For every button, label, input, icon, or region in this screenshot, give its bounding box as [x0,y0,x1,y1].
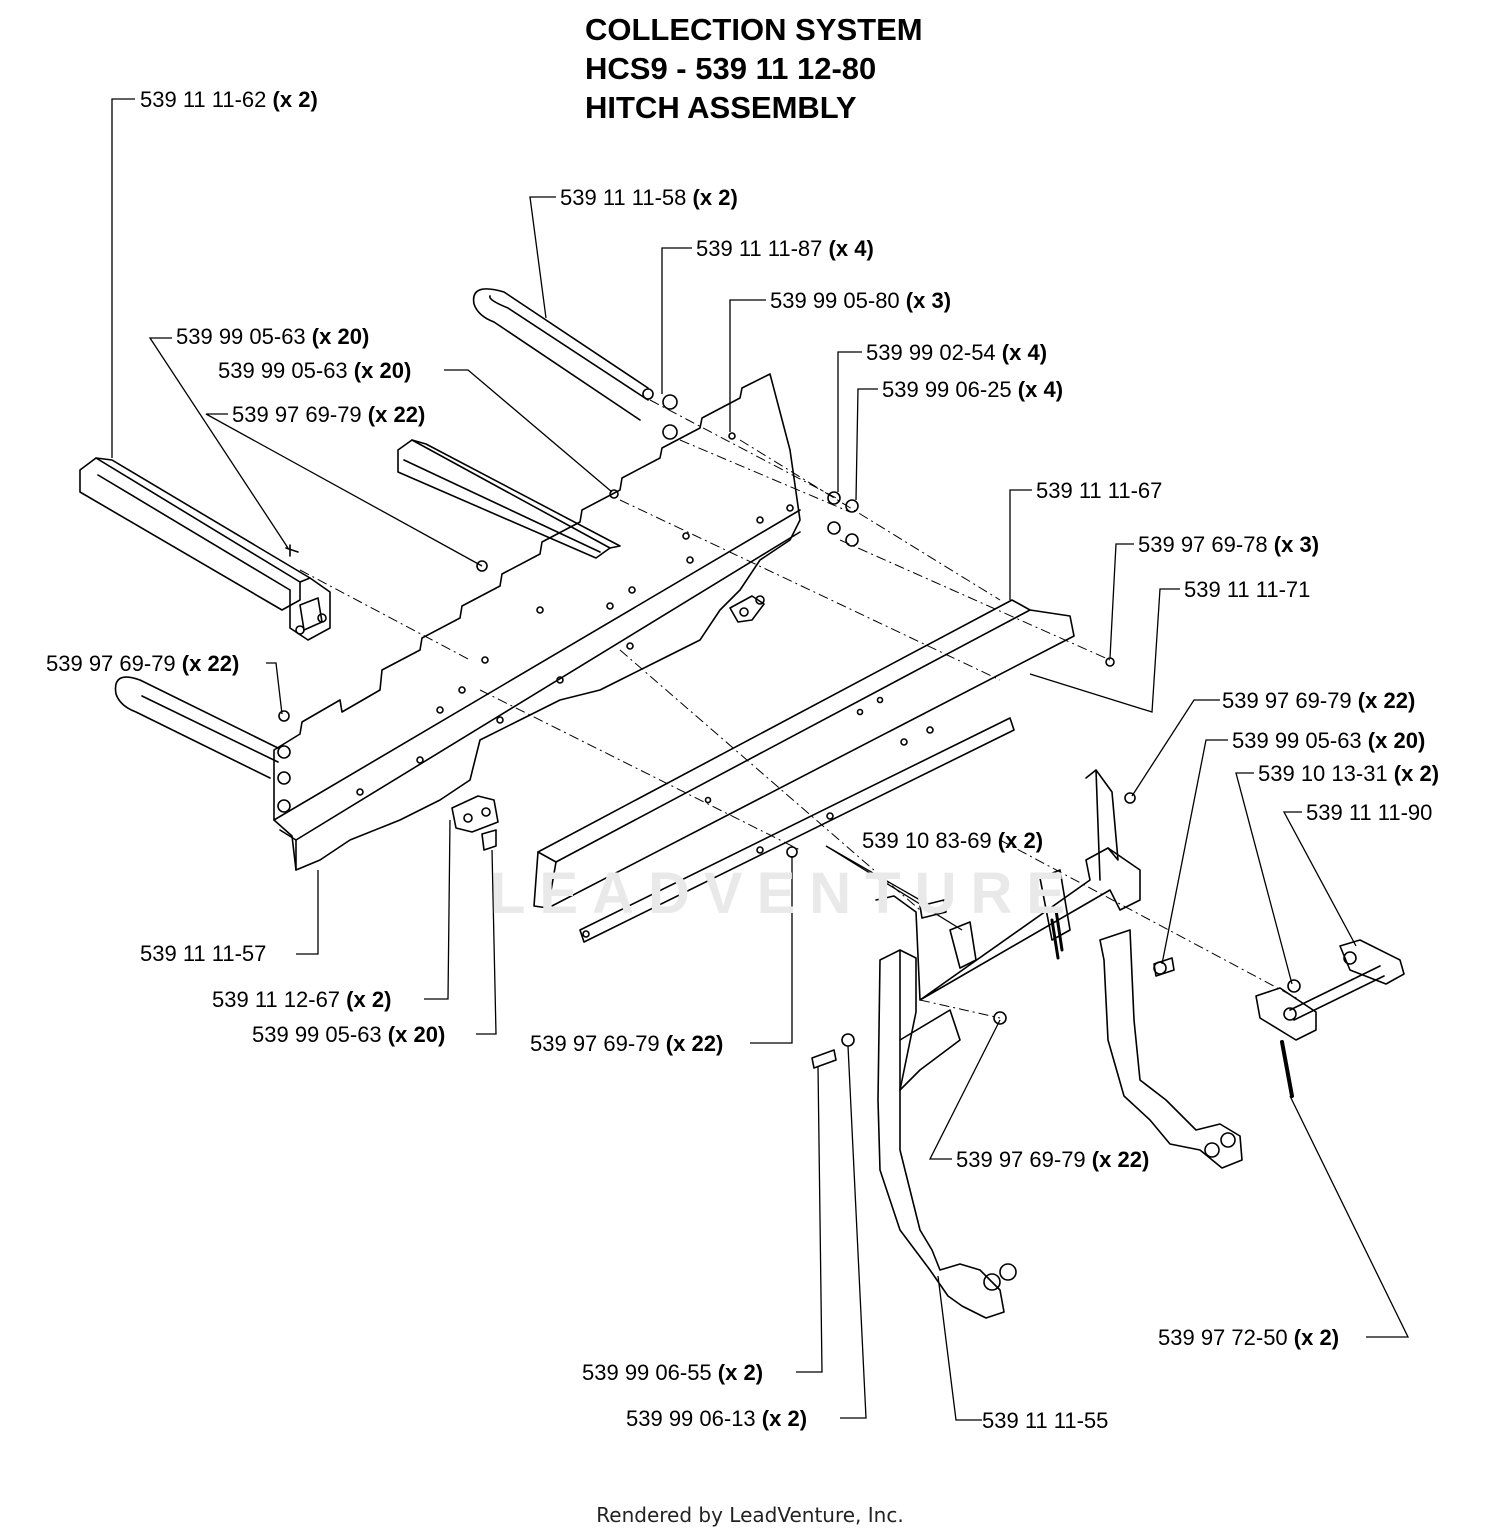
part-label: 539 97 69-79 (x 22) [1222,688,1416,713]
watermark: LEADVENTURE [490,861,1080,926]
part-label: 539 11 11-90 [1306,800,1433,825]
part-label: 539 11 11-55 [982,1408,1109,1433]
lower-u-handle [114,676,291,813]
explosion-lines [299,399,1301,1019]
long-channel [533,599,1075,909]
part-label: 539 99 06-13 (x 2) [626,1406,808,1431]
part-label: 539 99 02-54 (x 4) [866,340,1048,365]
page-title-line-1: COLLECTION SYSTEM [585,12,923,47]
part-label: 539 99 06-55 (x 2) [582,1360,764,1385]
part-label: 539 11 11-67 [1036,478,1163,503]
footer-credit: Rendered by LeadVenture, Inc. [596,1503,904,1527]
part-label: 539 99 05-63 (x 20) [1232,728,1426,753]
hitch-frame [875,769,1243,1319]
part-label: 539 11 12-67 (x 2) [212,987,392,1012]
part-label: 539 99 05-63 (x 20) [218,358,412,383]
left-support-arm [79,457,331,641]
hardware [278,394,1301,1069]
part-label: 539 11 11-57 [140,941,267,966]
page-title-line-2: HCS9 - 539 11 12-80 [585,51,877,86]
part-label: 539 11 11-62 (x 2) [140,87,318,112]
hitch-link [1255,939,1405,1098]
upper-u-handle [472,288,654,421]
part-label: 539 10 13-31 (x 2) [1258,761,1440,786]
part-label: 539 97 69-79 (x 22) [232,402,426,427]
part-label: 539 11 11-71 [1184,577,1311,602]
main-hitch-plate [273,373,801,871]
part-label: 539 97 72-50 (x 2) [1158,1325,1340,1350]
mounting-bracket [451,795,499,851]
middle-support-arm [397,439,621,559]
part-label: 539 99 05-63 (x 20) [252,1022,446,1047]
part-label: 539 11 11-87 (x 4) [696,236,874,261]
page-title-line-3: HITCH ASSEMBLY [585,90,857,125]
part-label: 539 97 69-78 (x 3) [1138,532,1320,557]
part-label: 539 99 05-80 (x 3) [770,288,952,313]
flat-bar [579,717,1015,943]
part-label: 539 99 06-25 (x 4) [882,377,1064,402]
part-label: 539 97 69-79 (x 22) [530,1031,724,1056]
part-label: 539 99 05-63 (x 20) [176,324,370,349]
part-label: 539 97 69-79 (x 22) [46,651,240,676]
part-label: 539 11 11-58 (x 2) [560,185,738,210]
part-label: 539 97 69-79 (x 22) [956,1147,1150,1172]
leader-lines [111,98,1410,1421]
part-label: 539 10 83-69 (x 2) [862,828,1044,853]
